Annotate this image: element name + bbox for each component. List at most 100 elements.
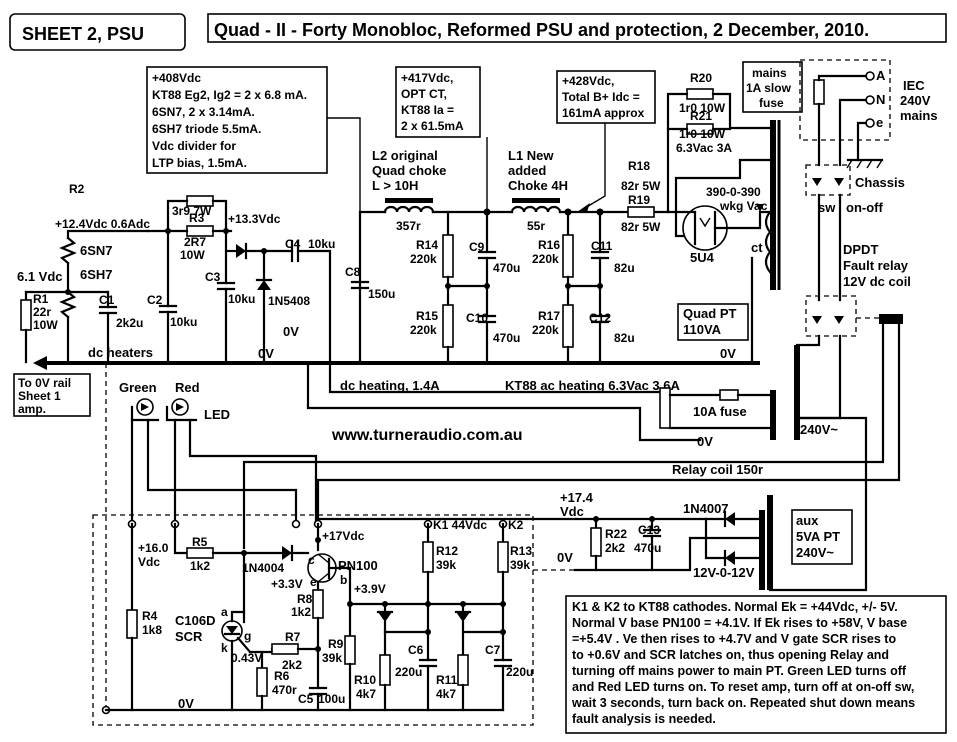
iec-e: e [876,115,883,130]
wire [713,210,772,230]
wire [230,610,246,623]
c9-label: C9 [469,240,485,254]
v160-label: +16.0 Vdc [138,541,172,569]
iec-label: IEC 240V mains [900,78,938,123]
r15 [442,304,454,348]
relay-label: DPDT Fault relay 12V dc coil [843,242,912,289]
6sn7-label: 6SN7 [80,243,113,258]
iec-n: N [876,92,885,107]
chassis-label: Chassis [855,175,905,190]
wire [838,98,868,167]
chassis-ground [856,159,863,169]
r19-label: R19 [628,193,650,207]
choke-l2-label: L2 original Quad choke L > 10H [372,148,450,193]
c13-label: C13 [638,523,660,537]
junction [597,283,603,289]
hv-label: 390-0-390 wkg Vac [706,185,768,213]
c1-value: 2k2u [116,316,143,330]
iec-pin-e [865,118,875,128]
r20-value: 1r0 10W [679,101,726,115]
zero-label: 0V [283,324,299,339]
ct-label: ct [751,240,763,255]
r19 [627,206,655,218]
wire [461,620,505,634]
sheet-label-box [9,13,186,51]
description: K1 & K2 to KT88 cathodes. Normal Ek = +4… [571,600,919,726]
r3-value: 2R7 [184,235,206,249]
v61-label: 6.1 Vdc [17,269,63,284]
sheet-label: SHEET 2, PSU [22,24,144,44]
iec-outline [799,59,891,141]
c11-value: 82u [614,261,635,275]
diode-1n4004 [282,546,292,560]
c8-label: C8 [345,265,361,279]
choke-l1-core [512,198,560,203]
r9 [344,635,356,665]
pn100-c: c [308,553,315,567]
red-led-label: Red [175,380,200,395]
aux-ct-wire [573,536,760,572]
website-url: www.turneraudio.com.au [331,427,523,444]
title-box [207,13,947,43]
junction [315,646,321,652]
c11-label: C11 [591,239,613,253]
r12 [422,541,434,573]
sense-diode-1 [378,612,392,622]
pn100-e: e [310,575,317,589]
tube-filament [699,217,711,228]
r5-label: R5 [192,535,208,549]
r9-value: 39k [322,651,342,665]
r16-label: R16 [538,238,560,252]
r7-value: 2k2 [282,658,302,672]
junction [445,283,451,289]
wire [327,566,352,606]
dc-heating-label: dc heating, 1.4A [340,378,440,393]
v17-label: +17Vdc [322,529,365,543]
scr-gate [236,636,252,654]
r11-value: 4k7 [436,687,456,701]
r14-value: 220k [410,252,437,266]
onoff-label: on-off [846,200,883,215]
hv-winding [764,210,772,274]
choke-l1-label: L1 New added Choke 4H [508,148,568,193]
quad-pt-label-box [677,303,749,341]
r5 [186,547,214,559]
r17 [562,304,574,348]
r21-label: R21 [690,109,712,123]
choke-l2-core [385,198,433,203]
r20 [686,88,714,100]
note-408-leader [327,117,361,212]
zero-label: 0V [697,434,713,449]
c12-value: 82u [614,331,635,345]
choke-l1 [510,205,562,214]
r5-value: 1k2 [190,559,210,573]
chassis-ground [866,159,873,169]
rail-note-box [13,373,91,417]
relay-contact [812,316,822,324]
r16 [562,234,574,278]
r2-value: 3r9 7W [172,204,212,218]
r13 [497,541,509,573]
wire [383,620,430,634]
wire [666,92,689,214]
v174-label: +17.4 Vdc [560,490,597,519]
r20-label: R20 [690,71,712,85]
hv-arrow [756,204,764,212]
r18-value: 82r 5W [621,179,661,193]
c2-label: C2 [147,293,163,307]
led-symbol [176,403,184,411]
ac-heating-label: KT88 ac heating 6.3Vac 3.6A [505,378,680,393]
r7-label: R7 [285,630,301,644]
pn100-emitter [317,572,330,583]
wire [165,405,198,422]
note-428: +428Vdc, Total B+ Idc = 161mA approx [562,74,645,120]
6sh7-label: 6SH7 [80,267,113,282]
v33-label: +3.3V [271,577,303,591]
heater-tap-label: 6.3Vac 3A [676,141,732,155]
wire [173,522,189,555]
wire [146,418,298,526]
relay-coil [879,314,903,324]
wire [711,92,772,130]
d1n4004-label: 1N4004 [242,561,284,575]
note-408: +408Vdc KT88 Eg2, Ig2 = 2 x 6.8 mA. 6SN7… [152,71,310,170]
